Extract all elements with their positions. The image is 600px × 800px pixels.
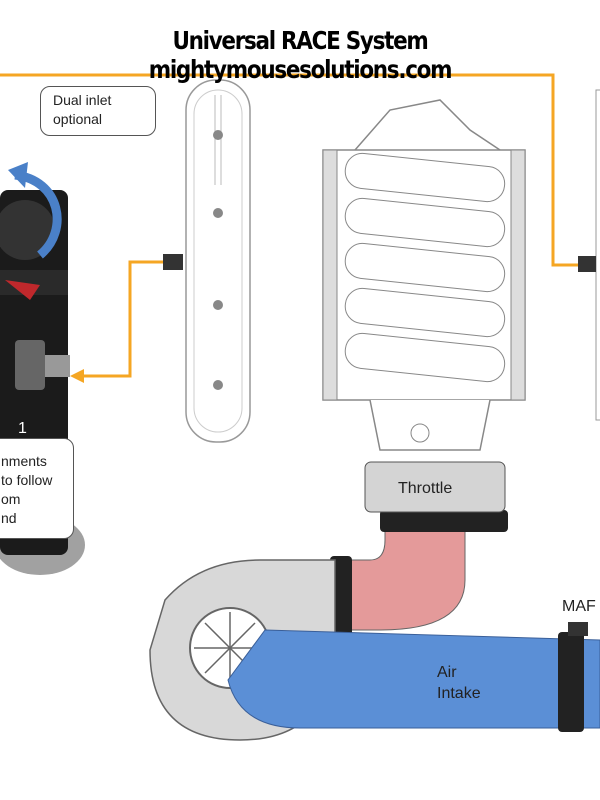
pipe-coupler bbox=[380, 510, 508, 532]
vent-hose-top bbox=[0, 73, 600, 267]
callout-line: Dual inlet bbox=[53, 92, 112, 108]
callout-dual-inlet: Dual inlet optional bbox=[40, 86, 156, 136]
throttle-label: Throttle bbox=[398, 480, 453, 497]
air-intake-label: Air Intake bbox=[437, 662, 481, 704]
callout-line: om bbox=[1, 491, 21, 507]
rotation-arrowhead bbox=[8, 162, 28, 188]
callout-line: nments bbox=[1, 453, 47, 469]
air-intake-line: Intake bbox=[437, 685, 481, 702]
maf-label: MAF bbox=[562, 598, 596, 615]
vent-hose-left bbox=[82, 260, 165, 378]
right-fitting bbox=[578, 256, 596, 272]
air-intake-pipe bbox=[227, 629, 600, 729]
callout-line: nd bbox=[1, 510, 17, 526]
valve-cover-right bbox=[595, 89, 600, 421]
maf-sensor bbox=[568, 622, 588, 636]
throttle-body bbox=[364, 461, 506, 513]
callout-line: optional bbox=[53, 111, 103, 127]
can-number: 1 bbox=[18, 420, 27, 437]
charge-pipe bbox=[329, 524, 466, 631]
callout-left-note: nments to follow om nd bbox=[0, 438, 74, 539]
callout-line: to follow bbox=[1, 472, 53, 488]
valve-cover-left bbox=[163, 79, 251, 443]
hose-arrowhead bbox=[70, 369, 84, 383]
rotation-arrow-icon bbox=[14, 170, 62, 259]
page-title: Universal RACE System mightymousesolutio… bbox=[148, 26, 453, 84]
intake-coupler bbox=[558, 632, 584, 732]
intake-manifold bbox=[322, 99, 526, 451]
air-intake-line: Air bbox=[437, 664, 457, 681]
